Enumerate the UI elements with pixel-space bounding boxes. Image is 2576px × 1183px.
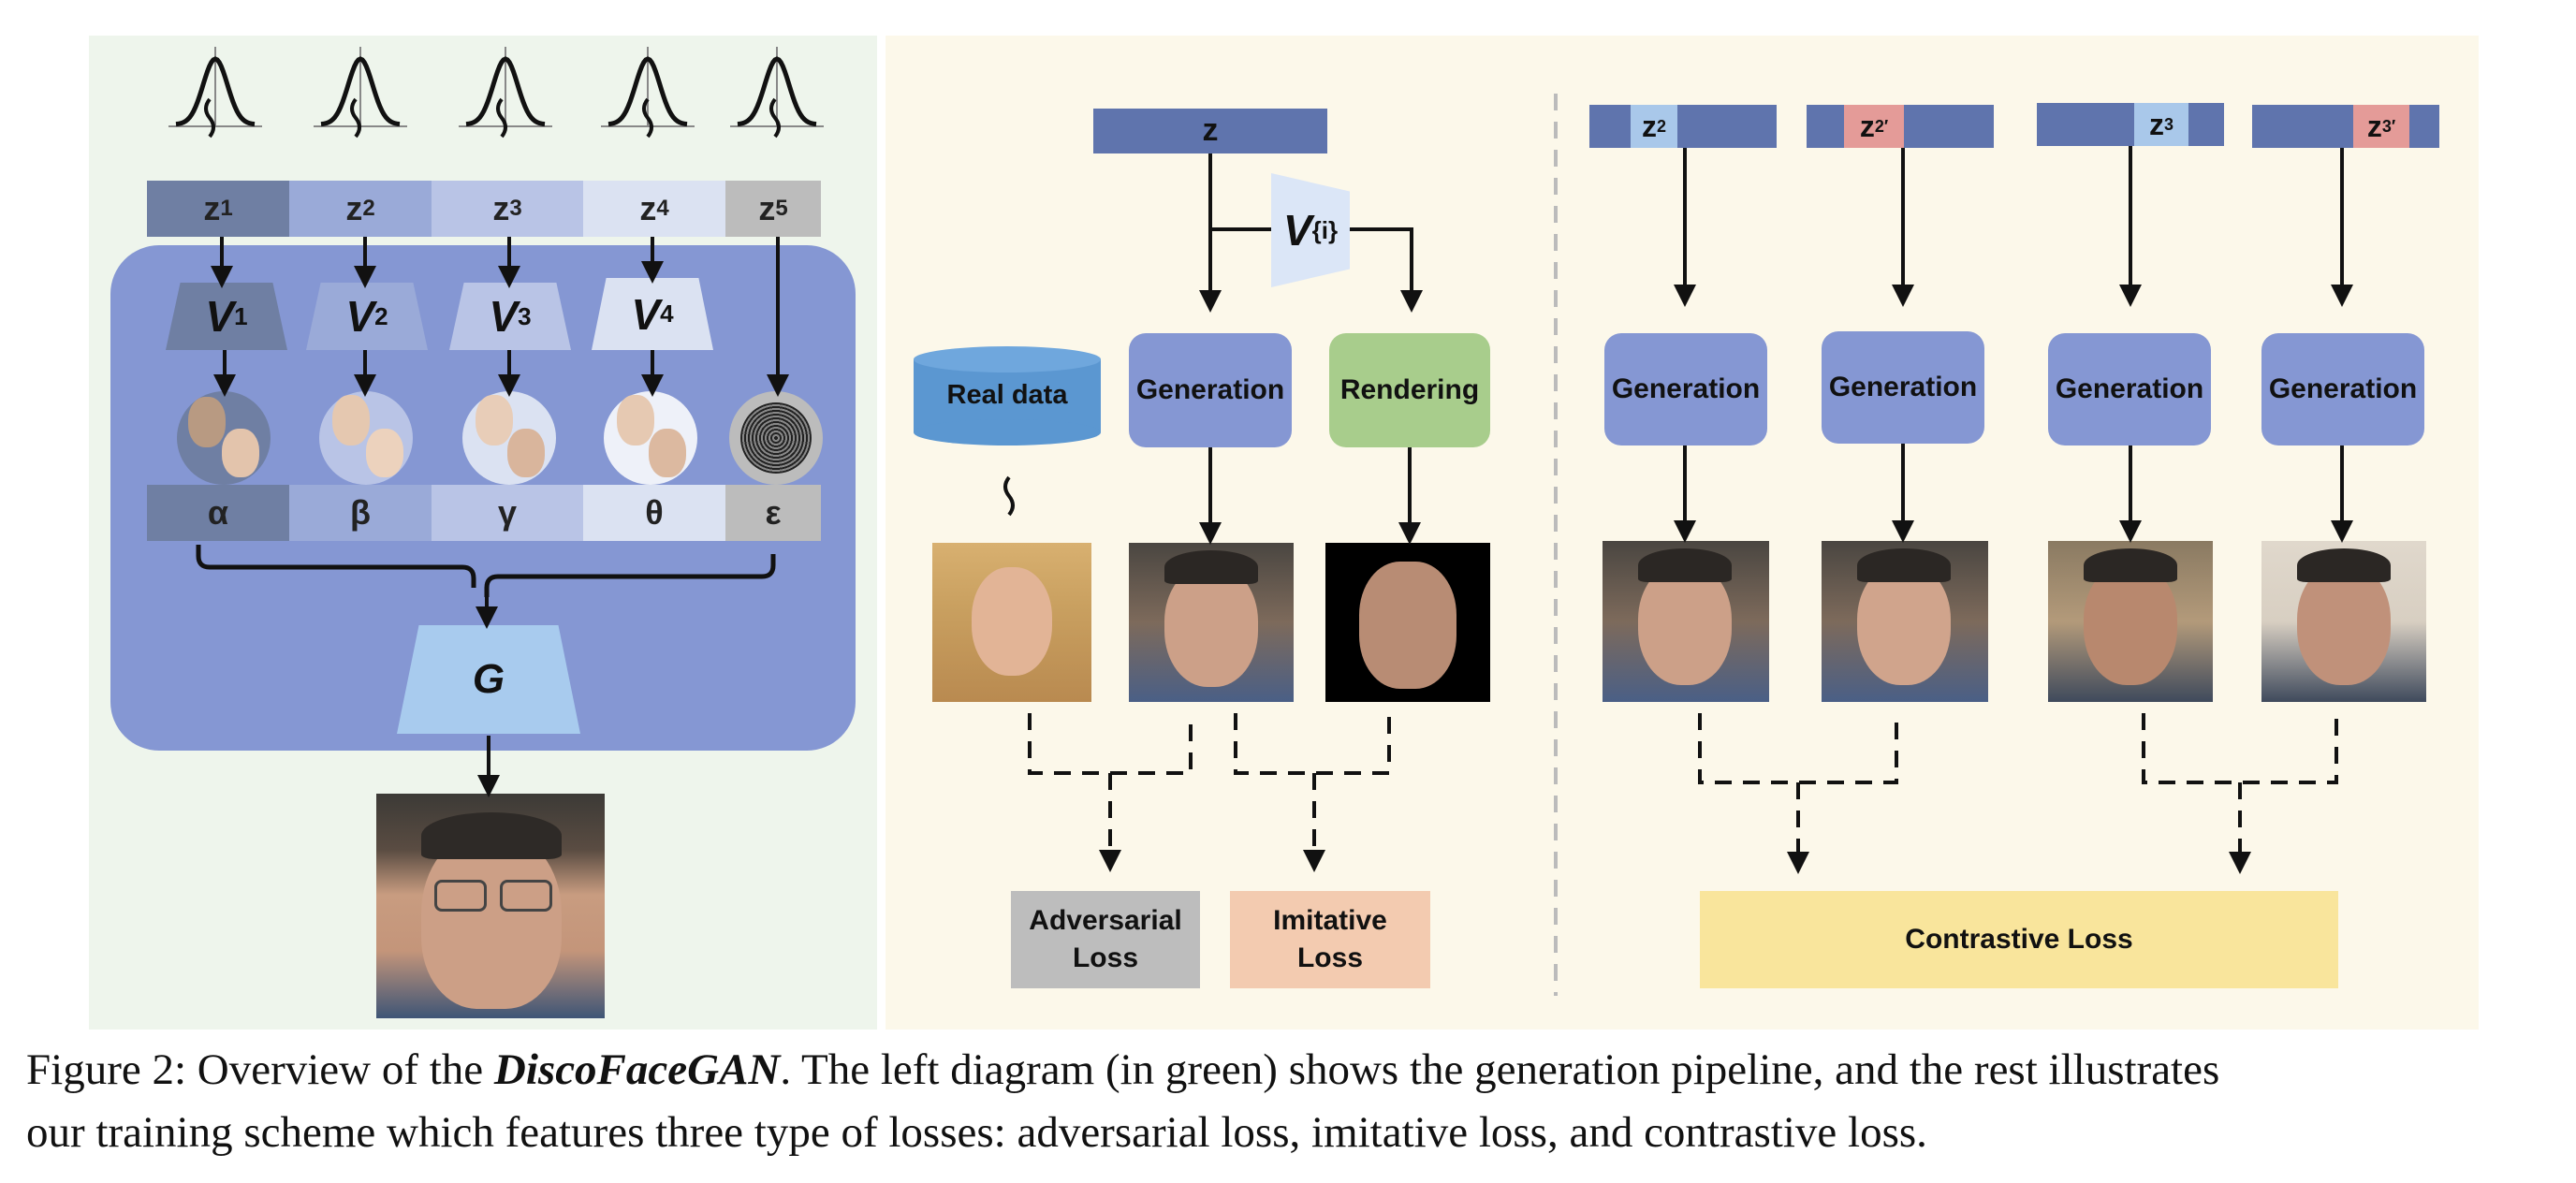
gaussian-curve-5 [737,56,817,127]
generation-box-3: Generation [2048,333,2211,445]
adversarial-loss-line2: Loss [1072,942,1139,973]
rendering-box: Rendering [1329,333,1490,447]
caption-line-1: Figure 2: Overview of the DiscoFaceGAN. … [26,1045,2220,1094]
connectors [196,94,2353,996]
real-data-cylinder: Real data [914,346,1101,445]
param-beta: β [289,485,432,541]
imitative-loss-line1: Imitative [1273,904,1387,936]
generated-face-output [376,794,605,1018]
pose-face-thumbnails [604,391,697,485]
dash-contrast-pair2 [2142,713,2338,784]
tilde-4 [642,97,653,139]
generation-box-2: Generation [1822,331,1984,444]
gaussian-curve-2 [320,56,401,127]
gaussian-curve-3 [465,56,546,127]
param-brace [196,545,776,597]
figure-caption: Figure 2: Overview of the DiscoFaceGAN. … [26,1039,2554,1164]
v-i-encoder: V{i} [1271,173,1350,287]
real-data-label: Real data [946,380,1068,411]
param-gamma: γ [432,485,583,541]
arrow-v-rendering [1350,227,1423,313]
param-theta: θ [583,485,725,541]
z-vector-bar: z [1093,109,1327,153]
lighting-face-thumbnails [462,391,556,485]
face-z3-prime [2261,541,2426,702]
caption-line-2: our training scheme which features three… [26,1108,1927,1157]
tilde-1 [204,97,215,139]
caption-model-name: DiscoFaceGAN [493,1045,781,1094]
generation-box-1: Generation [1604,333,1767,445]
adversarial-loss-line1: Adversarial [1029,904,1182,936]
face-z2-prime [1822,541,1988,702]
face-z2 [1603,541,1769,702]
tilde-3 [496,97,507,139]
identity-face-thumbnails [177,391,271,485]
tilde-5 [769,97,781,139]
real-face-image [932,543,1091,702]
generation-box-4: Generation [2261,333,2424,445]
expression-face-thumbnails [319,391,413,485]
generated-face-middle [1129,543,1294,702]
param-alpha: α [147,485,289,541]
gaussian-curve-4 [607,56,688,127]
face-z3 [2048,541,2213,702]
dash-adv-pair [1028,713,1193,775]
rendered-face-image [1325,543,1490,702]
imitative-loss-line2: Loss [1296,942,1364,973]
param-epsilon: ε [725,485,821,541]
dash-contrast-pair1 [1698,713,1898,784]
tilde-real-data [1003,475,1015,517]
noise-circle [729,391,823,485]
generation-box-middle: Generation [1129,333,1292,447]
dash-imit-pair [1234,713,1391,775]
gaussian-curve-1 [175,56,256,127]
tilde-2 [350,97,361,139]
generator-g: G [397,625,580,734]
contrastive-loss-box: Contrastive Loss [1700,891,2338,988]
